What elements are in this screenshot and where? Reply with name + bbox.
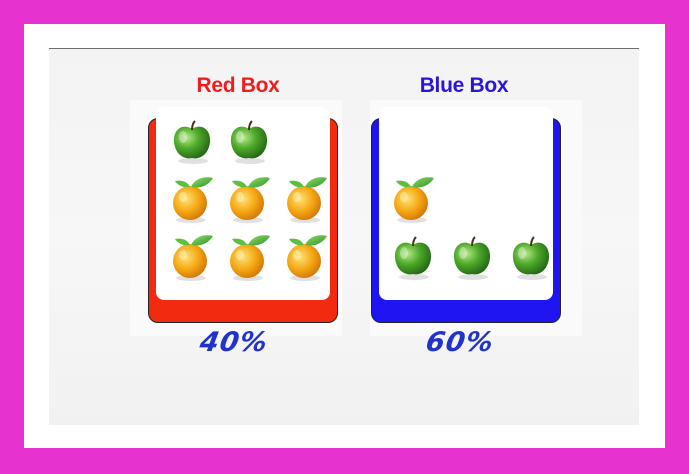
orange-icon [226,233,272,281]
orange-icon [169,233,215,281]
blue-box-title: Blue Box [419,74,509,97]
blue-box-interior [379,107,553,300]
blue-box-percent: 60% [423,327,497,358]
red-box-percent: 40% [197,327,271,358]
orange-icon [283,175,329,223]
top-divider [49,48,639,49]
blue-box [371,107,561,323]
orange-icon [283,233,329,281]
red-box-title: Red Box [196,74,280,97]
orange-icon [390,175,436,223]
apple-icon [226,117,272,165]
apple-icon [169,117,215,165]
red-box [148,107,338,323]
red-box-interior [156,107,330,300]
apple-icon [390,233,436,281]
slide-frame: Red Box 40% Blue Box 60% [24,24,665,448]
apple-icon [449,233,495,281]
orange-icon [226,175,272,223]
apple-icon [508,233,554,281]
orange-icon [169,175,215,223]
